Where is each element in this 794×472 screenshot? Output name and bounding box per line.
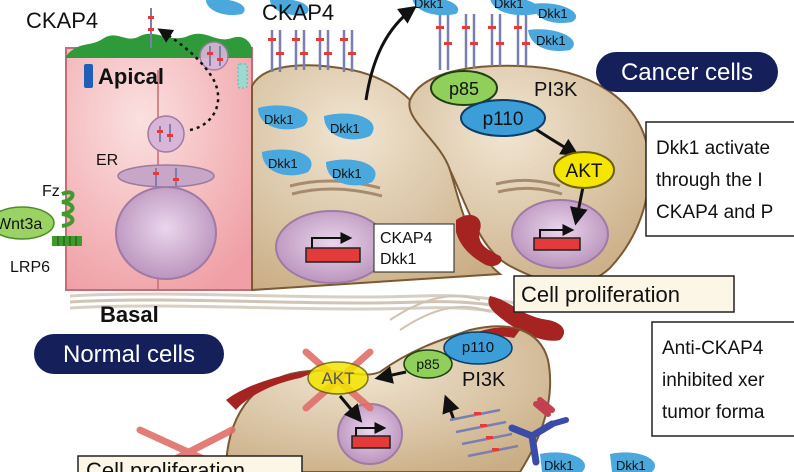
label-akt-lower: AKT [321,369,354,388]
dkk1-label: Dkk1 [536,33,566,48]
description-box-1 [645,121,794,237]
label-p110-lower: p110 [462,339,494,356]
dkk1-label: Dkk1 [538,6,568,21]
dkk1-label: Dkk1 [544,458,574,472]
label-fz: Fz [42,183,60,200]
dkk1-label: Dkk1 [268,156,298,171]
gene-bar-1 [305,247,361,263]
label-cell-proliferation: Cell proliferation [521,282,680,307]
p110-node [460,99,546,137]
wnt-receptors [0,190,82,246]
pi3k-complex-lower [307,331,513,395]
cell-proliferation-box-lower [77,455,303,472]
box1-line1: Dkk1 activate [656,138,770,159]
vesicle-top [199,41,229,71]
label-ckap4-top: CKAP4 [262,0,334,25]
label-p110: p110 [483,109,524,130]
p85-node [430,70,498,106]
gene-label-ckap4: CKAP4 [380,230,433,247]
label-p85: p85 [449,79,479,99]
dkk1-label: Dkk1 [330,121,360,136]
basal-membrane [69,292,521,331]
dkk1-label: Dkk1 [616,458,646,472]
secretion-arrow [364,5,417,101]
normal-cells-pill [34,334,224,374]
box1-line3: CKAP4 and P [656,202,773,223]
anti-ckap4-antibody [508,397,569,466]
normal-cell [65,8,253,291]
normal-nucleus [115,186,217,280]
tight-junction [84,64,93,88]
dkk1-label: Dkk1 [414,0,444,11]
label-ckap4-left: CKAP4 [26,8,98,33]
dkk1-label: Dkk1 [494,0,524,11]
fz-receptor [61,190,75,228]
label-apical: Apical [98,64,164,89]
akt-node [553,151,615,189]
label-akt: AKT [566,161,603,182]
cancer-nucleus-2 [511,199,609,269]
box2-line1: Anti-CKAP4 [662,338,764,359]
dkk1-intracellular [258,105,656,472]
label-p85-lower: p85 [416,356,440,372]
description-box-2 [651,321,794,437]
label-wnt3a: Wnt3a [0,216,42,233]
label-er: ER [96,152,118,169]
er-membrane [117,164,215,188]
cancer-nucleus-1 [275,210,389,284]
box2-line2: inhibited xer [662,370,765,391]
adherens-junctions [456,215,565,341]
label-pi3k: PI3K [534,79,578,101]
wnt3a-ligand [0,206,55,240]
vesicle [147,115,185,153]
lrp6-receptor [52,236,82,246]
gene-label-box [373,223,455,273]
label-basal: Basal [100,302,159,327]
label-normal-cells: Normal cells [63,341,195,368]
trafficking-arrow [157,28,220,132]
dkk1-label: Dkk1 [264,112,294,127]
dkk1-ligands [206,0,577,52]
box1-line2: through the I [656,170,763,191]
cell-proliferation-box [513,275,735,313]
dkk1-label: Dkk1 [332,166,362,181]
pi3k-complex [430,70,615,189]
box2-line3: tumor forma [662,402,765,423]
label-lrp6: LRP6 [10,259,50,276]
cancer-cells-pill [596,52,778,92]
label-pi3k-lower: PI3K [462,369,506,391]
label-cancer-cells: Cancer cells [621,59,753,86]
gene-label-dkk1: Dkk1 [380,251,417,268]
junction-right [237,63,248,89]
label-cell-proliferation-lower: Cell proliferation [86,458,245,472]
